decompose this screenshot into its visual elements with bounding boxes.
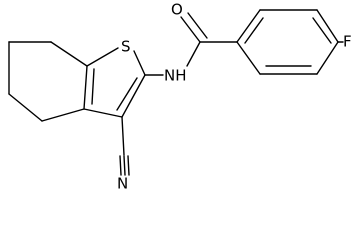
atom-label-sulfur: S xyxy=(121,38,131,56)
bond-benzene-1-double xyxy=(244,17,264,44)
atom-label-layer: S O NH F N xyxy=(117,1,352,193)
atom-label-amide-nitrogen: NH xyxy=(164,67,187,85)
atom-label-oxygen: O xyxy=(171,1,183,19)
bond-nitrile-triple-b xyxy=(123,155,126,176)
bond-s-c2 xyxy=(133,50,146,76)
bond-ring-c3a-c4 xyxy=(41,108,85,122)
bond-c3-cn xyxy=(121,116,125,156)
bond-c7a-c3a-double xyxy=(91,68,95,105)
bond-nitrile-triple-c xyxy=(127,155,130,176)
bond-c2-c3-double xyxy=(116,77,138,111)
bond-c7a-c3a xyxy=(83,65,88,110)
atom-label-fluorine: F xyxy=(343,33,352,51)
bond-ring-c7-c7a xyxy=(50,41,88,67)
atom-label-nitrile-nitrogen: N xyxy=(117,175,128,193)
bond-carbonyl-o-double xyxy=(187,12,208,39)
bond-n-carbonyl xyxy=(186,41,201,67)
molecule-structure: S O NH F N xyxy=(8,1,352,193)
bond-benzene-1 xyxy=(236,9,261,43)
bond-benzene-6 xyxy=(236,41,261,75)
bond-c2-c3 xyxy=(121,74,146,118)
bond-layer xyxy=(8,9,344,176)
bond-c3-c3a xyxy=(83,108,123,118)
bond-carbonyl-o xyxy=(180,16,201,43)
bond-benzene-3-double xyxy=(312,17,332,44)
bond-ring-c4-c5 xyxy=(8,93,43,122)
bond-nitrile-triple-a xyxy=(119,155,122,176)
bond-c7a-s xyxy=(86,47,119,67)
bond-benzene-3 xyxy=(316,9,339,43)
bond-benzene-4 xyxy=(316,41,339,75)
